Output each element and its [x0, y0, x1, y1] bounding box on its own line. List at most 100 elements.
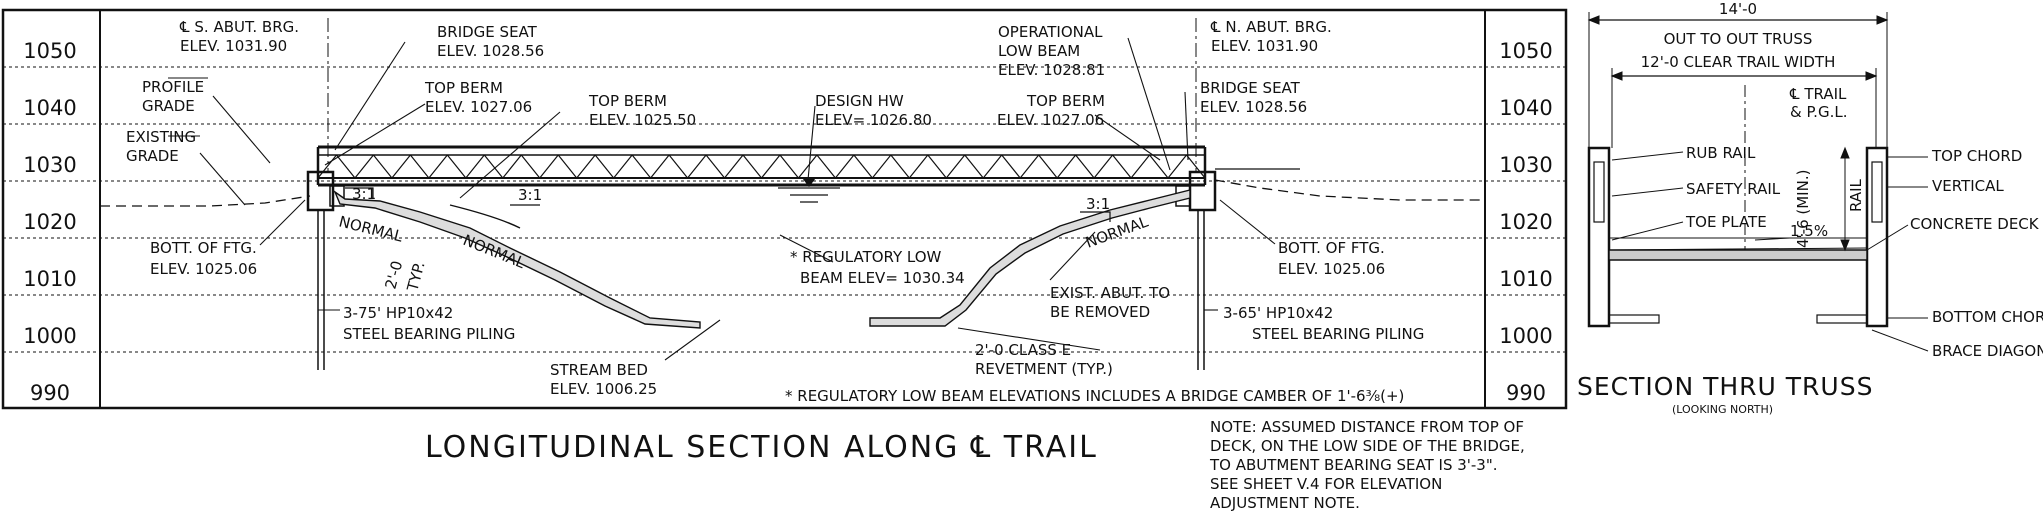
- bott-ftg-right-label: BOTT. OF FTG.: [1278, 239, 1385, 257]
- slope-right: 3:1: [1086, 195, 1110, 213]
- existing-grade-label: EXISTING: [126, 128, 196, 146]
- note-line: TO ABUTMENT BEARING SEAT IS 3'-3".: [1209, 456, 1498, 474]
- normal-left: NORMAL: [337, 212, 405, 245]
- truss-member: [372, 154, 393, 179]
- elev-label: 1010: [23, 267, 76, 291]
- revetment-label: 2'-0 CLASS E: [975, 341, 1071, 359]
- bridge-seat-right-label: BRIDGE SEAT: [1200, 79, 1301, 97]
- elev-label: 990: [1506, 381, 1546, 405]
- truss-member: [428, 154, 448, 179]
- bridge-seat-right-elev: ELEV. 1028.56: [1200, 98, 1307, 116]
- typ-dim: 2'-0: [381, 259, 406, 291]
- truss-member: [871, 154, 892, 179]
- piling-right-label-2: STEEL BEARING PILING: [1252, 325, 1424, 343]
- truss-member: [446, 154, 467, 179]
- rail-label: RAIL: [1847, 179, 1865, 212]
- truss-member: [705, 154, 726, 179]
- truss-section-labels: 14'-0 OUT TO OUT TRUSS 12'-0 CLEAR TRAIL…: [1641, 0, 2043, 360]
- truss-member: [650, 154, 670, 179]
- truss-member: [927, 154, 947, 179]
- truss-member: [539, 154, 559, 179]
- bott-ftg-right-elev: ELEV. 1025.06: [1278, 260, 1385, 278]
- piling-right-label: 3-65' HP10x42: [1223, 304, 1333, 322]
- truss-section-title: SECTION THRU TRUSS: [1577, 372, 1873, 401]
- truss-member: [557, 154, 578, 179]
- truss-member: [1149, 154, 1169, 179]
- elev-label: 1020: [23, 210, 76, 234]
- revetment-label-2: REVETMENT (TYP.): [975, 360, 1113, 378]
- truss-member: [1075, 154, 1095, 179]
- design-hw-label: DESIGN HW: [815, 92, 904, 110]
- truss-member: [391, 154, 411, 179]
- truss-member: [761, 154, 781, 179]
- exist-abut-label: EXIST. ABUT. TO: [1050, 284, 1170, 302]
- elev-label: 1040: [23, 96, 76, 120]
- truss-member: [1019, 154, 1040, 179]
- top-berm-mid-label: TOP BERM: [588, 92, 667, 110]
- elev-label: 1000: [23, 324, 76, 348]
- stream-bed-label: STREAM BED: [550, 361, 648, 379]
- truss-member: [724, 154, 744, 179]
- longitudinal-labels: ℄ S. ABUT. BRG. ELEV. 1031.90 BRIDGE SEA…: [126, 18, 1424, 405]
- clear-width-label: 12'-0 CLEAR TRAIL WIDTH: [1641, 53, 1836, 71]
- vertical-label: VERTICAL: [1932, 177, 2004, 195]
- section-frame: [1, 8, 1568, 410]
- slope-left: 3:1: [352, 185, 376, 203]
- bottom-chord-label: BOTTOM CHORD: [1932, 308, 2043, 326]
- brace-diagonal-label: BRACE DIAGONAL: [1932, 342, 2043, 360]
- longitudinal-title: LONGITUDINAL SECTION ALONG ℄ TRAIL: [425, 430, 1098, 465]
- truss-section-subtitle: (LOOKING NORTH): [1672, 403, 1773, 416]
- piling-left-label-2: STEEL BEARING PILING: [343, 325, 515, 343]
- note-line: ADJUSTMENT NOTE.: [1210, 494, 1360, 512]
- bott-ftg-left-label: BOTT. OF FTG.: [150, 239, 257, 257]
- profile-grade-label-2: GRADE: [142, 97, 195, 115]
- truss-member: [1130, 154, 1151, 179]
- truss-member: [502, 154, 522, 179]
- design-hw-elev: ELEV= 1026.80: [815, 111, 932, 129]
- bott-ftg-left-elev: ELEV. 1025.06: [150, 260, 257, 278]
- truss-member: [1001, 154, 1021, 179]
- op-low-beam-elev: ELEV. 1028.81: [998, 61, 1105, 79]
- elevation-scale-right: 1050 1040 1030 1020 1010 1000 990: [1499, 39, 1552, 405]
- cl-trail-label: ℄ TRAIL: [1789, 85, 1847, 103]
- note-line: DECK, ON THE LOW SIDE OF THE BRIDGE,: [1210, 437, 1525, 455]
- elev-label: 1050: [23, 39, 76, 63]
- truss-member: [631, 154, 652, 179]
- truss-member: [853, 154, 873, 179]
- reg-low-beam-elev: BEAM ELEV= 1030.34: [800, 269, 965, 287]
- truss-member: [465, 154, 485, 179]
- leader-lines: [168, 37, 1276, 361]
- truss-member: [1167, 154, 1187, 179]
- truss-member: [816, 154, 836, 179]
- truss-member: [964, 154, 984, 179]
- s-abut-label: ℄ S. ABUT. BRG.: [179, 18, 299, 36]
- truss-member: [613, 154, 633, 179]
- bridge-seat-left-elev: ELEV. 1028.56: [437, 42, 544, 60]
- truss-member: [594, 154, 615, 179]
- top-berm-mid-elev: ELEV. 1025.50: [589, 111, 696, 129]
- truss-member: [336, 154, 356, 179]
- slope-label: 1.5%: [1790, 222, 1828, 240]
- truss-member: [483, 154, 504, 179]
- s-abut-elev: ELEV. 1031.90: [180, 37, 287, 55]
- cl-trail-label-2: & P.G.L.: [1790, 103, 1847, 121]
- truss-member: [687, 154, 707, 179]
- slope-left-2: 3:1: [518, 186, 542, 204]
- elev-label: 1040: [1499, 96, 1552, 120]
- truss-member: [797, 154, 818, 179]
- top-berm-right-elev: ELEV. 1027.06: [997, 111, 1104, 129]
- design-hw-symbol: [778, 177, 840, 203]
- n-abut-label: ℄ N. ABUT. BRG.: [1210, 18, 1332, 36]
- width-total: 14'-0: [1719, 0, 1757, 18]
- camber-note: * REGULATORY LOW BEAM ELEVATIONS INCLUDE…: [785, 387, 1404, 405]
- note-line: NOTE: ASSUMED DISTANCE FROM TOP OF: [1210, 418, 1524, 436]
- revetment: [333, 189, 1191, 329]
- bridge-seat-left-label: BRIDGE SEAT: [437, 23, 538, 41]
- truss-member: [779, 154, 799, 179]
- note-line: SEE SHEET V.4 FOR ELEVATION: [1210, 475, 1442, 493]
- truss-member: [1038, 154, 1058, 179]
- abutment-north: [1175, 18, 1217, 370]
- top-berm-left-label: TOP BERM: [424, 79, 503, 97]
- n-abut-elev: ELEV. 1031.90: [1211, 37, 1318, 55]
- truss-section-drawing: [1587, 12, 1929, 352]
